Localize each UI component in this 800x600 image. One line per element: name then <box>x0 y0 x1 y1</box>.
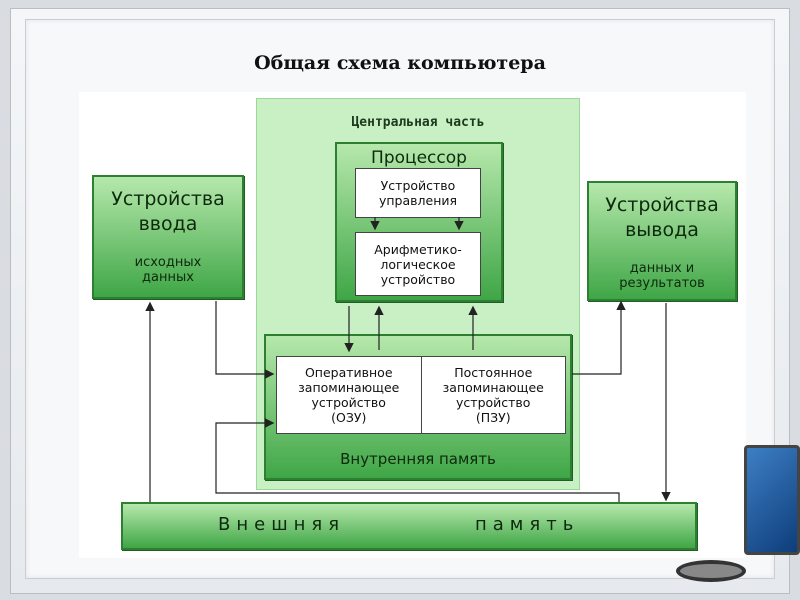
computer-stand-icon <box>676 560 746 582</box>
internal-memory-box: Оперативное запоминающее устройство (ОЗУ… <box>264 334 572 480</box>
external-memory-label-part2: память <box>475 514 580 535</box>
input-device-subtitle: исходных данных <box>134 255 202 285</box>
external-memory-label-part1: Внешняя <box>218 514 346 535</box>
arrow-input-to-ram <box>215 301 275 379</box>
output-device-heading: Устройства вывода <box>605 194 719 241</box>
internal-memory-label: Внутренняя память <box>340 450 496 468</box>
arrow-external-to-ram <box>215 418 620 502</box>
rom-box: Постоянное запоминающее устройство (ПЗУ) <box>420 357 566 433</box>
processor-box: Процессор Устройство управления Арифмети… <box>335 142 503 302</box>
memory-units-box: Оперативное запоминающее устройство (ОЗУ… <box>276 356 566 434</box>
external-memory-box: Внешняя память <box>121 502 697 550</box>
page-title: Общая схема компьютера <box>254 52 546 74</box>
input-device-box: Устройства ввода исходных данных <box>92 175 244 299</box>
central-part-label: Центральная часть <box>351 115 485 130</box>
alu-box: Арифметико- логическое устройство <box>355 232 481 296</box>
output-device-box: Устройства вывода данных и результатов <box>587 181 737 301</box>
computer-monitor-icon <box>744 445 800 555</box>
processor-label: Процессор <box>371 148 467 168</box>
arrow-ram-to-output <box>572 300 626 375</box>
input-device-heading: Устройства ввода <box>111 188 225 235</box>
output-device-subtitle: данных и результатов <box>619 261 705 291</box>
computer-diagram: Центральная часть Процессор Устройство у… <box>79 92 746 558</box>
ram-box: Оперативное запоминающее устройство (ОЗУ… <box>298 365 400 425</box>
control-unit-box: Устройство управления <box>355 168 481 218</box>
connection-arrows <box>145 217 671 502</box>
